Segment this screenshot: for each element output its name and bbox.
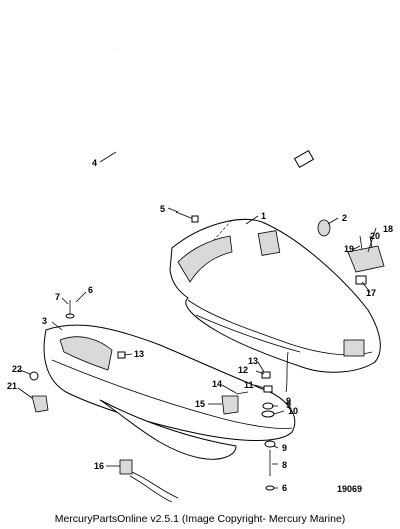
lower-cowl-part xyxy=(169,218,381,373)
callout-15: 15 xyxy=(195,399,205,409)
callout-22: 22 xyxy=(12,364,22,374)
callout-9: 9 xyxy=(286,400,291,410)
callout-6-lower: 6 xyxy=(282,483,287,493)
callout-labels: 1 2 3 4 5 6 7 8 9 10 11 12 13 14 15 16 1… xyxy=(7,158,393,493)
copyright-footer: MercuryPartsOnline v2.5.1 (Image Copyrig… xyxy=(54,513,346,525)
callout-11: 11 xyxy=(244,380,254,390)
callout-16: 16 xyxy=(94,461,104,471)
callout-1: 1 xyxy=(261,211,266,221)
callout-3: 3 xyxy=(42,316,47,326)
seal-ring-part xyxy=(53,33,328,192)
leader-lines xyxy=(17,151,377,489)
callout-2: 2 xyxy=(342,213,347,223)
callout-7: 7 xyxy=(55,292,60,302)
callout-6: 6 xyxy=(88,285,93,295)
callout-18: 18 xyxy=(383,224,393,234)
callout-8: 8 xyxy=(282,460,287,470)
diagram-number: 19069 xyxy=(336,484,362,494)
callout-9-upper: 9 xyxy=(286,396,291,406)
callout-5: 5 xyxy=(160,204,165,214)
callout-21: 21 xyxy=(7,381,17,391)
callout-14: 14 xyxy=(212,379,222,389)
callout-20: 20 xyxy=(370,231,380,241)
callout-4: 4 xyxy=(92,158,97,168)
callout-12: 12 xyxy=(238,365,248,375)
callout-10: 10 xyxy=(288,406,298,416)
callout-9-middle: 9 xyxy=(282,443,287,453)
small-parts xyxy=(29,211,385,503)
callout-19: 19 xyxy=(344,244,354,254)
callout-13-lower: 13 xyxy=(248,356,258,366)
callout-17: 17 xyxy=(366,288,376,298)
callout-13: 13 xyxy=(134,349,144,359)
